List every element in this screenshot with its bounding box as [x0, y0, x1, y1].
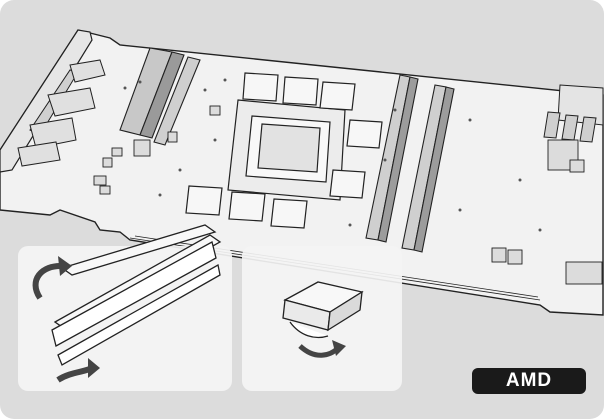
left-slot [119, 47, 201, 146]
power-components [543, 84, 604, 143]
small-components [93, 105, 603, 285]
vias [123, 78, 542, 232]
thermal-square-panel [242, 246, 402, 391]
circuit-board [0, 29, 604, 316]
thermal-strip-panel [18, 224, 232, 391]
gpu-die [227, 99, 346, 201]
rotate-arrow-icon [32, 256, 100, 383]
amd-badge: AMD [472, 368, 586, 394]
heatsink-rails [365, 74, 455, 253]
thermal-pad-square [282, 281, 364, 339]
rotate-arrow-icon [298, 340, 346, 358]
thermal-pad-strip [51, 224, 222, 366]
memory-chips [185, 72, 383, 229]
ports [17, 59, 106, 167]
